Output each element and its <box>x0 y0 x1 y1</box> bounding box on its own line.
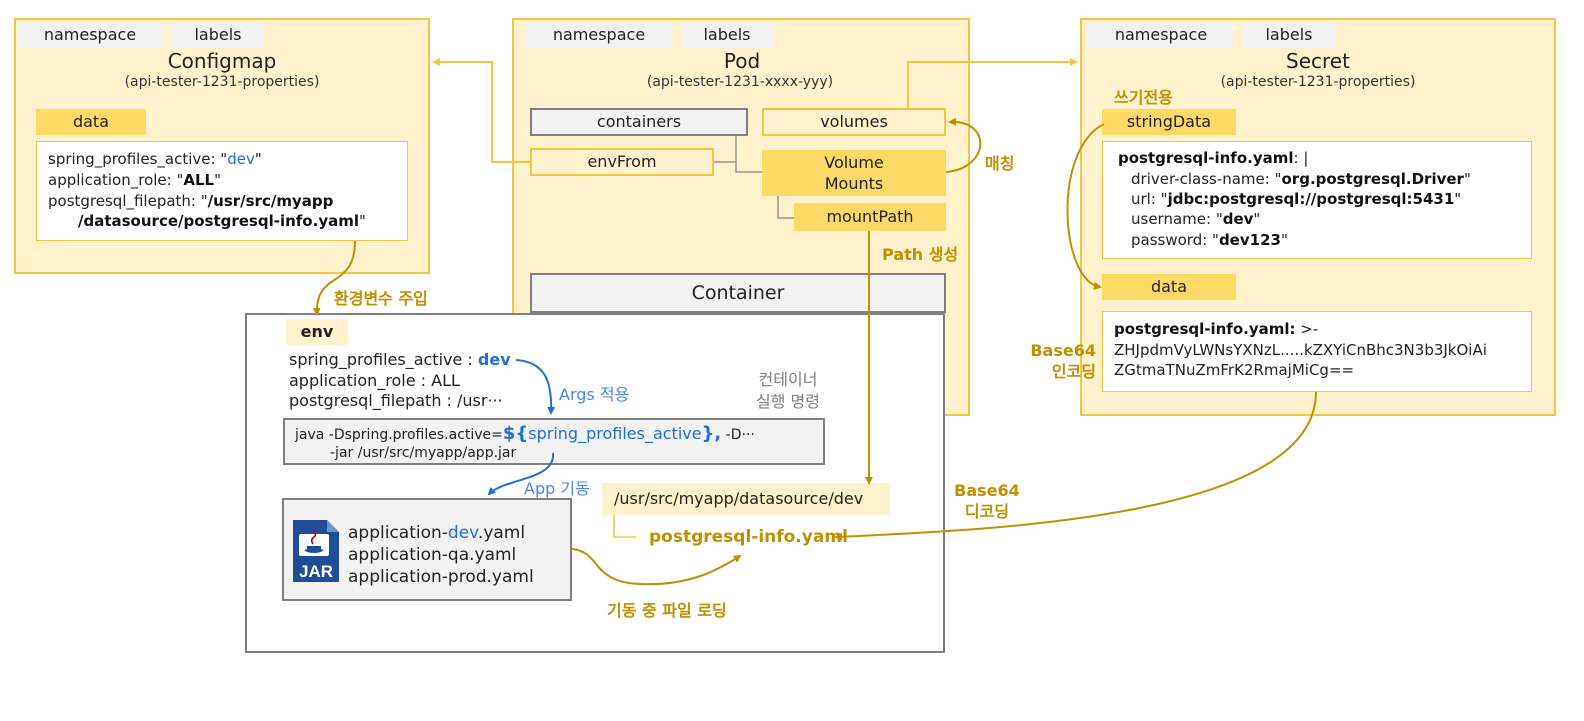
args-apply-arrow <box>515 359 556 415</box>
configmap-line-filepath: postgresql_filepath: "/usr/src/myapp <box>48 192 334 210</box>
pod-subtitle: (api-tester-1231-xxxx-yyy) <box>646 74 834 90</box>
secret-sd-line1: postgresql-info.yaml: | <box>1118 149 1309 167</box>
base64-encode-label: Base64 인코딩 <box>1010 340 1096 382</box>
env-line-filepath: postgresql_filepath : /usr··· <box>289 391 503 410</box>
configmap-line-role: application_role: "ALL" <box>48 171 222 189</box>
secret-data-line1: postgresql-info.yaml: >- <box>1114 320 1319 338</box>
mount-directory-file-connector <box>613 515 636 538</box>
secret-sd-line4: username: "dev" <box>1131 210 1261 228</box>
pod-container-header: Container <box>530 273 946 313</box>
pod-title: Pod <box>723 49 761 73</box>
volumemounts-mountpath-connector <box>777 196 794 219</box>
volumes-to-secret-arrow <box>907 58 1078 108</box>
stringdata-to-data-arrow <box>1066 123 1105 290</box>
path-create-label: Path 생성 <box>882 245 959 264</box>
secret-stringdata-label: stringData <box>1102 109 1236 135</box>
run-command-label: 컨테이너 실행 명령 <box>738 369 838 413</box>
pod-namespace-tag: namespace <box>526 23 672 47</box>
app-start-arrow <box>487 452 555 496</box>
base64-decode-line1: Base64 <box>954 481 1020 500</box>
secret-namespace-tag: namespace <box>1088 23 1234 47</box>
secret-title: Secret <box>1286 49 1350 73</box>
secret-sd-line5: password: "dev123" <box>1131 231 1288 249</box>
secret-sd-line2: driver-class-name: "org.postgresql.Drive… <box>1131 170 1471 188</box>
app-start-label: App 기동 <box>524 479 590 498</box>
mounted-file-name: postgresql-info.yaml <box>649 527 848 547</box>
base64-encode-line1: Base64 <box>1030 341 1096 360</box>
command-line1: java -Dspring.profiles.active=${spring_p… <box>295 423 755 444</box>
secret-labels-tag: labels <box>1243 23 1335 47</box>
run-command-label-line2: 실행 명령 <box>756 392 820 411</box>
configmap-data-box <box>36 141 408 241</box>
pod-mountpath-box: mountPath <box>794 203 946 231</box>
matching-label: 매칭 <box>985 154 1015 173</box>
app-yaml-dev: application-dev.yaml <box>348 523 526 543</box>
volume-mounts-line1: Volume <box>824 153 884 172</box>
env-inject-label: 환경변수 주입 <box>334 289 428 308</box>
base64-encode-line2: 인코딩 <box>1051 362 1096 381</box>
file-loading-arrow <box>571 548 742 586</box>
secret-data-label: data <box>1102 274 1236 300</box>
app-yaml-prod: application-prod.yaml <box>348 567 534 587</box>
env-label: env <box>286 319 348 345</box>
env-line-profiles: spring_profiles_active : dev <box>289 350 511 369</box>
containers-volumemounts-connector <box>735 136 762 173</box>
secret-subtitle: (api-tester-1231-properties) <box>1220 74 1416 90</box>
configmap-title: Configmap <box>167 49 277 73</box>
configmap-line-filepath-cont: /datasource/postgresql-info.yaml" <box>78 212 366 230</box>
env-line-role: application_role : ALL <box>289 371 460 390</box>
jar-file-icon: JAR <box>293 520 339 582</box>
secret-sd-line3: url: "jdbc:postgresql://postgresql:5431" <box>1131 190 1462 208</box>
pod-volume-mounts-box: Volume Mounts <box>762 150 946 196</box>
secret-data-box <box>1102 311 1532 392</box>
secret-stringdata-box <box>1102 141 1532 259</box>
configmap-line-profiles: spring_profiles_active: "dev" <box>48 150 262 168</box>
pod-labels-tag: labels <box>681 23 773 47</box>
command-box <box>283 418 825 465</box>
write-only-label: 쓰기전용 <box>1114 88 1173 107</box>
jar-icon-text: JAR <box>299 562 333 581</box>
configmap-subtitle: (api-tester-1231-properties) <box>124 74 320 90</box>
base64-decode-line2: 디코딩 <box>964 502 1010 521</box>
volume-mounts-line2: Mounts <box>824 174 884 193</box>
args-apply-label: Args 적용 <box>559 385 630 404</box>
envfrom-to-configmap-arrow <box>432 58 530 163</box>
secret-data-line2: ZHJpdmVyLWNsYXNzL.....kZXYiCnBhc3N3b3JkO… <box>1114 341 1487 359</box>
app-yaml-qa: application-qa.yaml <box>348 545 517 565</box>
base64-decode-arrow <box>834 391 1317 541</box>
mount-directory-box: /usr/src/myapp/datasource/dev <box>602 483 890 515</box>
run-command-label-line1: 컨테이너 <box>758 370 818 389</box>
file-loading-label: 기동 중 파일 로딩 <box>607 601 727 620</box>
configmap-labels-tag: labels <box>172 23 264 47</box>
command-line2: -jar /usr/src/myapp/app.jar <box>330 445 517 461</box>
matching-arrow <box>945 117 982 173</box>
secret-data-line3: ZGtmaTNuZmFrK2RmajMiCg== <box>1114 361 1355 379</box>
configmap-to-env-arrow <box>312 240 356 316</box>
configmap-data-label: data <box>36 109 146 135</box>
base64-decode-label: Base64 디코딩 <box>940 480 1034 522</box>
pod-containers-box: containers <box>530 108 748 136</box>
pod-envfrom-box: envFrom <box>530 148 714 176</box>
pod-volumes-box: volumes <box>762 108 946 136</box>
configmap-namespace-tag: namespace <box>17 23 163 47</box>
